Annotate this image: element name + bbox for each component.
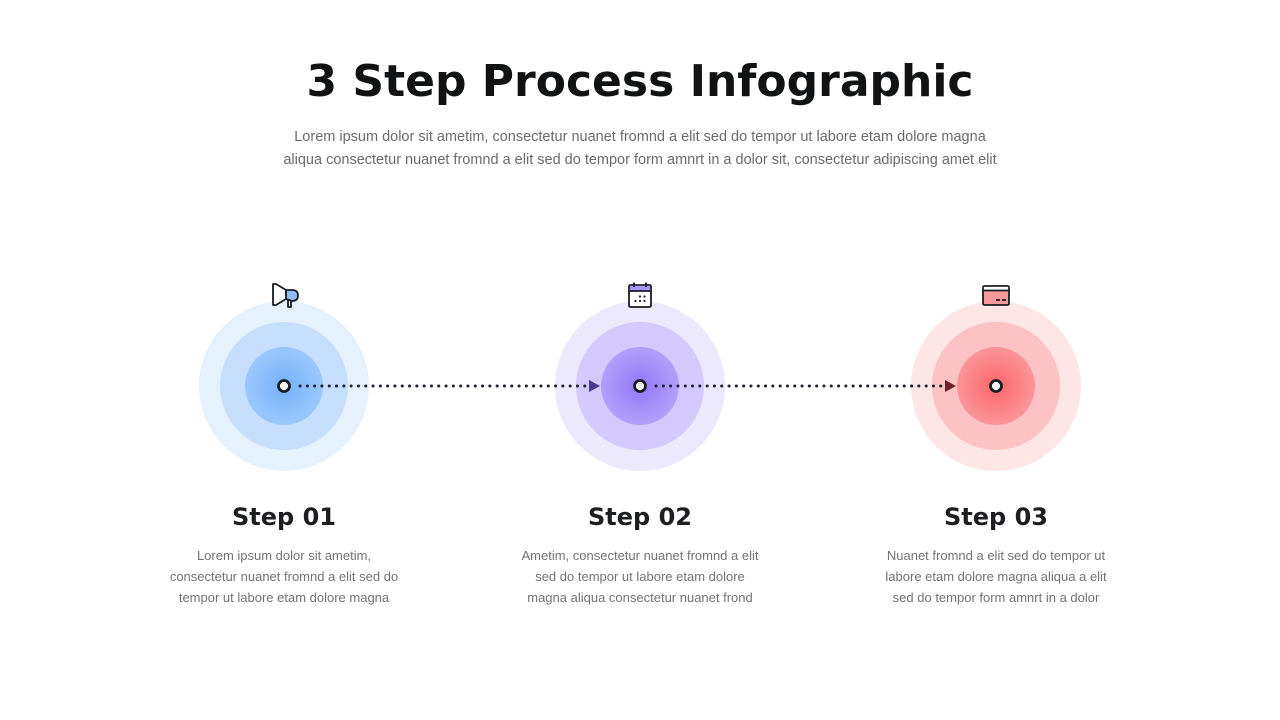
connector-step2-step3 xyxy=(654,380,956,392)
subtitle-line: aliqua consectetur nuanet fromnd a elit … xyxy=(283,152,997,168)
arrow-head-icon xyxy=(945,380,956,392)
subtitle-line: Lorem ipsum dolor sit ametim, consectetu… xyxy=(294,129,986,145)
page-subtitle: Lorem ipsum dolor sit ametim, consectetu… xyxy=(240,126,1040,172)
desc-line: Ametim, consectetur nuanet fromnd a elit xyxy=(521,548,759,563)
desc-line: tempor ut labore etam dolore magna xyxy=(178,590,390,605)
megaphone-icon xyxy=(272,283,299,308)
step-03-description: Nuanet fromnd a elit sed do tempor ut la… xyxy=(861,545,1131,608)
step-02-node xyxy=(633,379,647,393)
arrow-head-icon xyxy=(589,380,600,392)
step-03-node xyxy=(989,379,1003,393)
desc-line: Lorem ipsum dolor sit ametim, xyxy=(196,548,372,563)
credit-card-icon xyxy=(982,285,1010,306)
connector-step1-step2 xyxy=(298,380,600,392)
step-02-description: Ametim, consectetur nuanet fromnd a elit… xyxy=(505,545,775,608)
desc-line: magna aliqua consectetur nuanet frond xyxy=(527,590,753,605)
step-01-title: Step 01 xyxy=(232,503,336,531)
desc-line: Nuanet fromnd a elit sed do tempor ut xyxy=(886,548,1106,563)
desc-line: labore etam dolore magna aliqua a elit xyxy=(885,569,1107,584)
desc-line: sed do tempor form amnrt in a dolor xyxy=(892,590,1100,605)
step-03-title: Step 03 xyxy=(944,503,1048,531)
step-01-node xyxy=(277,379,291,393)
desc-line: sed do tempor ut labore etam dolore xyxy=(535,569,745,584)
step-01-description: Lorem ipsum dolor sit ametim, consectetu… xyxy=(149,545,419,608)
step-02-title: Step 02 xyxy=(588,503,692,531)
page-title: 3 Step Process Infographic xyxy=(306,56,974,107)
calendar-icon xyxy=(628,282,652,308)
desc-line: consectetur nuanet fromnd a elit sed do xyxy=(169,569,399,584)
